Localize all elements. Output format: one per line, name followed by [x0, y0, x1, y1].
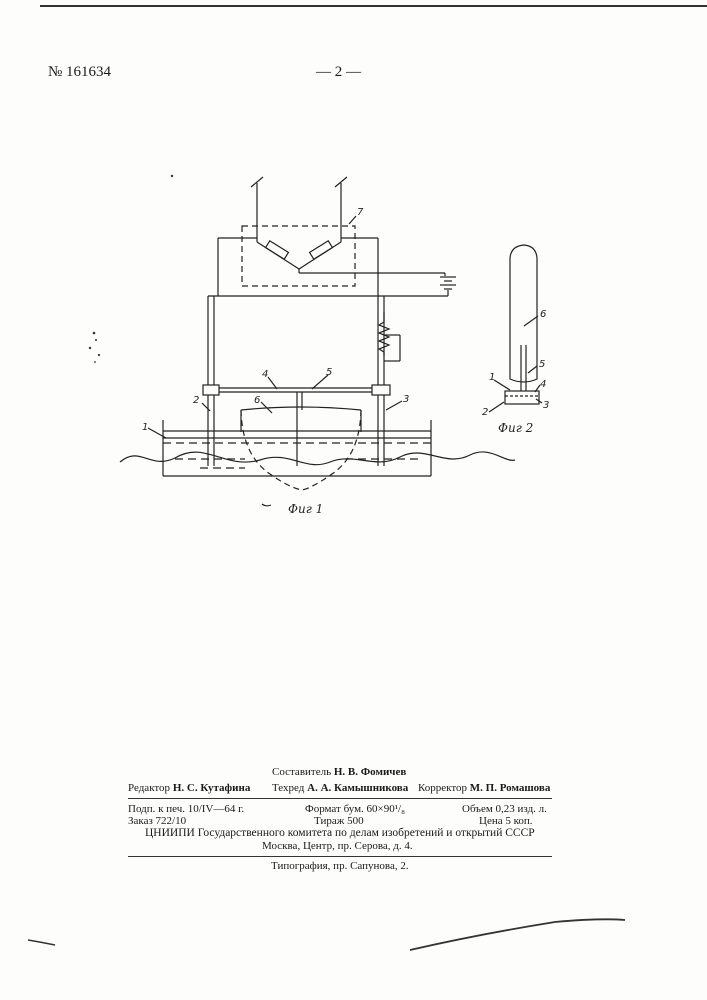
scan-edge-marks [0, 0, 707, 1000]
